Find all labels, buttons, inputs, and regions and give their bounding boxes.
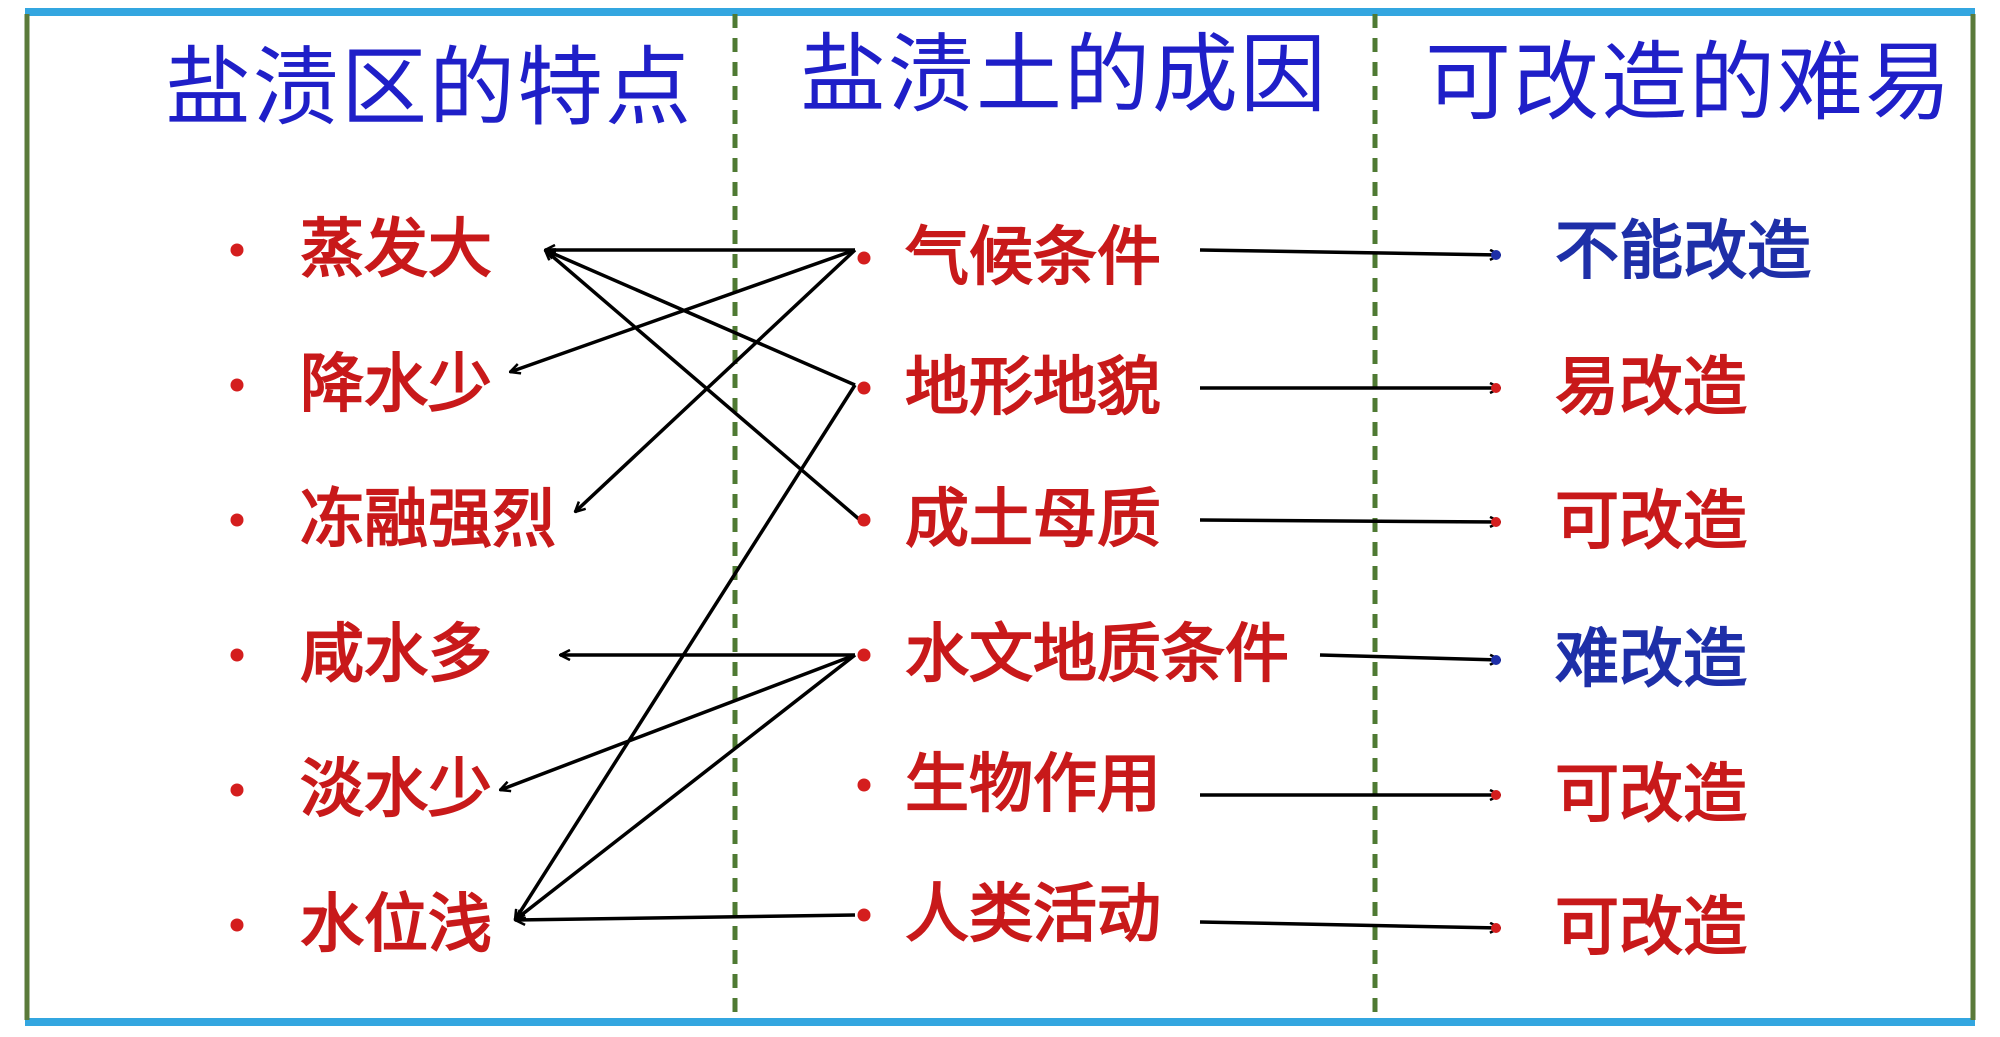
cause-landform: 地形地貌 (905, 351, 1161, 425)
arrow-tip-dot (1491, 923, 1501, 933)
bullet-icon (857, 648, 871, 662)
bullet-icon (230, 918, 244, 932)
bullet-icon (230, 783, 244, 797)
cause-climate: 气候条件 (905, 221, 1161, 295)
arrow-tip-dot (1491, 517, 1501, 527)
feature-low-precipitation: 降水少 (300, 348, 492, 422)
arrow-c1-to-d1 (1199, 248, 1500, 255)
difficulty-easy: 易改造 (1555, 351, 1747, 425)
arrow-c6-to-d6 (1199, 920, 1500, 928)
cause-parent-material: 成土母质 (905, 483, 1161, 557)
feature-freeze-thaw: 冻融强烈 (300, 483, 556, 557)
arrow-c1-to-f3 (575, 248, 857, 512)
arrow-c4-to-d4 (1319, 653, 1500, 660)
cause-human-activity: 人类活动 (905, 878, 1161, 952)
arrow-tip-dot (1491, 655, 1501, 665)
arrow-tip-dot (1491, 383, 1501, 393)
arrow-c6-to-f6 (515, 913, 856, 920)
bullet-icon (230, 243, 244, 257)
difficulty-possible-2: 可改造 (1555, 758, 1747, 832)
difficulty-hard: 难改造 (1555, 623, 1747, 697)
feature-salt-water: 咸水多 (300, 618, 492, 692)
feature-evaporation: 蒸发大 (300, 213, 492, 287)
bullet-icon (857, 908, 871, 922)
arrow-c3-to-d3 (1199, 520, 1500, 522)
arrow-c2-to-f6 (515, 384, 857, 920)
bullet-icon (230, 378, 244, 392)
header-difficulty: 可改造的难易 (1425, 33, 1953, 133)
arrow-tip-dot (1491, 790, 1501, 800)
feature-shallow-water-table: 水位浅 (300, 888, 492, 962)
bullet-icon (857, 513, 871, 527)
cause-hydrogeology: 水文地质条件 (905, 618, 1289, 692)
difficulty-possible-1: 可改造 (1555, 485, 1747, 559)
arrow-c4-to-f6 (515, 653, 857, 920)
arrow-tip-dot (1491, 250, 1501, 260)
bullet-icon (230, 513, 244, 527)
header-features: 盐渍区的特点 (165, 38, 693, 138)
bullet-icon (857, 778, 871, 792)
header-causes: 盐渍土的成因 (800, 25, 1328, 125)
difficulty-possible-3: 可改造 (1555, 891, 1747, 965)
bullet-icon (230, 648, 244, 662)
links-layer (500, 250, 1501, 933)
feature-fresh-water: 淡水少 (300, 753, 492, 827)
cause-biological: 生物作用 (905, 748, 1161, 822)
arrow-c2-to-f1 (545, 250, 856, 387)
bullet-icon (857, 251, 871, 265)
bullet-icon (857, 381, 871, 395)
arrow-c3-to-f1 (545, 250, 862, 522)
arrow-c4-to-f5 (500, 653, 856, 790)
difficulty-cannot: 不能改造 (1555, 215, 1811, 289)
